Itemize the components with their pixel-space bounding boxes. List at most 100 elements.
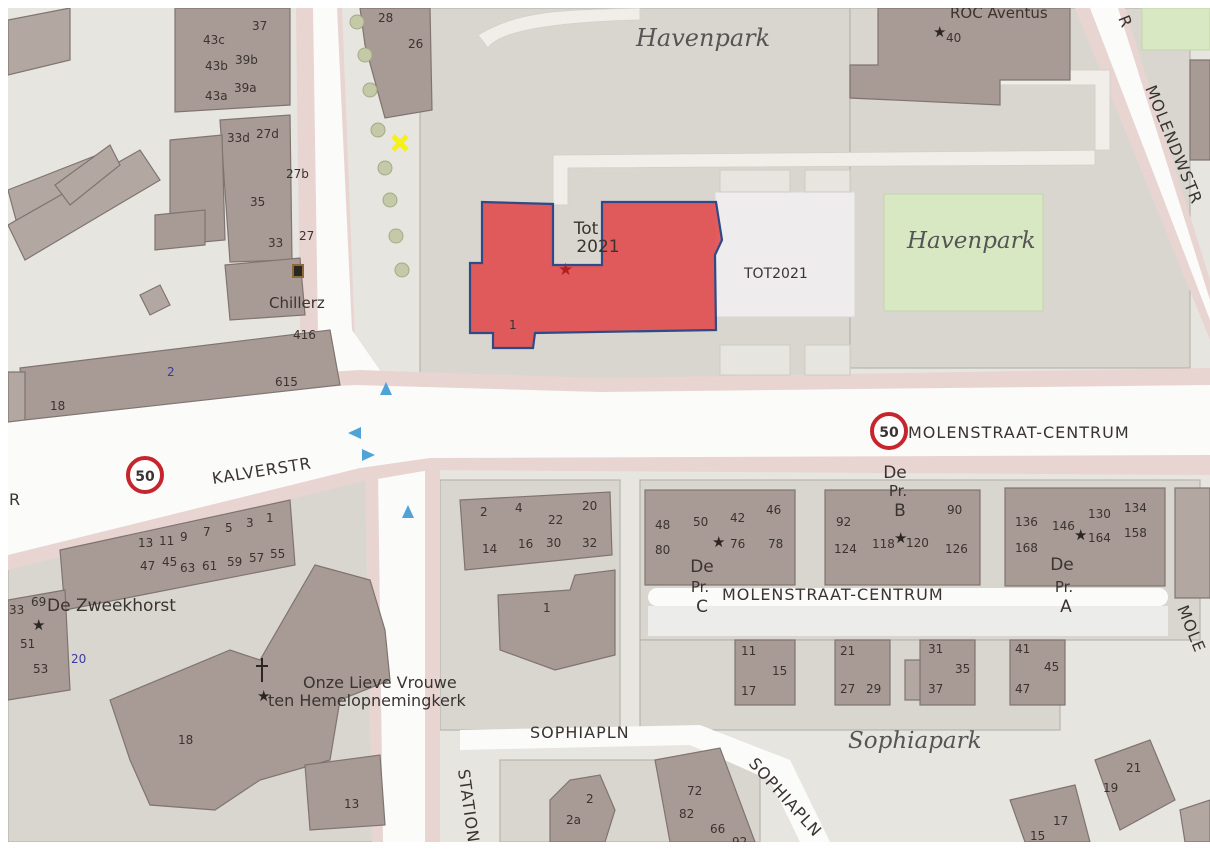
tot-label: Tot — [573, 219, 599, 239]
svg-text:43b: 43b — [205, 59, 228, 73]
svg-text:43a: 43a — [205, 89, 228, 103]
svg-text:130: 130 — [1088, 507, 1111, 521]
map-canvas[interactable]: 50 50 ★ ★ ★ ★ ★ ★ ★ Havenpark Havenpark … — [8, 8, 1210, 842]
svg-text:20: 20 — [582, 499, 597, 513]
svg-text:55: 55 — [270, 547, 285, 561]
svg-text:18: 18 — [50, 399, 65, 413]
svg-text:164: 164 — [1088, 531, 1111, 545]
svg-text:21: 21 — [840, 644, 855, 658]
svg-text:69: 69 — [31, 595, 46, 609]
svg-text:72: 72 — [687, 784, 702, 798]
svg-text:13: 13 — [138, 536, 153, 550]
svg-text:27: 27 — [299, 229, 314, 243]
svg-text:78: 78 — [768, 537, 783, 551]
svg-text:★: ★ — [1074, 526, 1087, 544]
svg-text:30: 30 — [546, 536, 561, 550]
svg-text:136: 136 — [1015, 515, 1038, 529]
svg-text:Pr.: Pr. — [1055, 578, 1073, 596]
house-numbers: 28 26 37 43c 43b 39b 43a 39a 33d 27d 27b… — [9, 11, 1147, 842]
svg-text:28: 28 — [378, 11, 393, 25]
svg-text:3: 3 — [246, 516, 254, 530]
svg-text:46: 46 — [766, 503, 781, 517]
street-label-molenstraat-inner: MOLENSTRAAT-CENTRUM — [722, 585, 944, 604]
svg-text:39a: 39a — [234, 81, 257, 95]
svg-text:17: 17 — [741, 684, 756, 698]
svg-text:26: 26 — [408, 37, 423, 51]
svg-text:17: 17 — [1053, 814, 1068, 828]
house-number: 40 — [946, 31, 961, 45]
svg-text:90: 90 — [947, 503, 962, 517]
svg-text:★: ★ — [933, 23, 946, 41]
poi-label: Onze Lieve Vrouwe — [303, 673, 457, 692]
svg-text:11: 11 — [741, 644, 756, 658]
svg-text:A: A — [1060, 597, 1072, 617]
svg-text:80: 80 — [655, 543, 670, 557]
svg-text:16: 16 — [518, 537, 533, 551]
svg-text:32: 32 — [582, 536, 597, 550]
svg-text:11: 11 — [159, 534, 174, 548]
svg-text:118: 118 — [872, 537, 895, 551]
svg-text:82: 82 — [679, 807, 694, 821]
svg-text:2: 2 — [167, 365, 175, 379]
svg-text:5: 5 — [225, 521, 233, 535]
tot2021-area — [714, 191, 856, 318]
street-label-r: R — [9, 490, 21, 509]
svg-text:37: 37 — [928, 682, 943, 696]
svg-text:53: 53 — [33, 662, 48, 676]
street-label-molenstraat: MOLENSTRAAT-CENTRUM — [908, 423, 1130, 442]
tot2021-highlight[interactable] — [468, 200, 724, 350]
svg-text:De: De — [883, 463, 907, 483]
svg-text:615: 615 — [275, 375, 298, 389]
svg-text:66: 66 — [710, 822, 725, 836]
svg-text:4: 4 — [515, 501, 523, 515]
svg-text:39b: 39b — [235, 53, 258, 67]
svg-text:22: 22 — [548, 513, 563, 527]
svg-text:146: 146 — [1052, 519, 1075, 533]
svg-text:168: 168 — [1015, 541, 1038, 555]
direction-arrow-icon — [348, 382, 414, 518]
park-label: Havenpark — [635, 24, 770, 52]
svg-text:37: 37 — [252, 19, 267, 33]
buildings — [8, 8, 1210, 842]
park-corner — [1141, 8, 1210, 51]
park-label: Havenpark — [906, 228, 1036, 254]
svg-text:158: 158 — [1124, 526, 1147, 540]
svg-text:50: 50 — [879, 425, 899, 441]
svg-text:416: 416 — [293, 328, 316, 342]
svg-text:20: 20 — [71, 652, 86, 666]
svg-text:1: 1 — [266, 511, 274, 525]
svg-text:126: 126 — [945, 542, 968, 556]
svg-text:50: 50 — [135, 469, 155, 485]
svg-text:De: De — [690, 557, 714, 577]
svg-text:33: 33 — [9, 603, 24, 617]
svg-text:47: 47 — [140, 559, 155, 573]
svg-text:19: 19 — [1103, 781, 1118, 795]
svg-text:59: 59 — [227, 555, 242, 569]
svg-text:1: 1 — [543, 601, 551, 615]
svg-text:47: 47 — [1015, 682, 1030, 696]
svg-text:18: 18 — [178, 733, 193, 747]
roads — [8, 8, 1210, 842]
bar-icon — [292, 264, 304, 278]
svg-text:★: ★ — [257, 687, 270, 705]
map-view[interactable]: 50 50 ★ ★ ★ ★ ★ ★ ★ Havenpark Havenpark … — [8, 8, 1210, 842]
svg-text:27b: 27b — [286, 167, 309, 181]
svg-text:92: 92 — [836, 515, 851, 529]
svg-text:C: C — [696, 597, 708, 617]
star-icon: ★ — [558, 260, 573, 280]
svg-text:61: 61 — [202, 559, 217, 573]
svg-text:42: 42 — [730, 511, 745, 525]
svg-text:★: ★ — [894, 529, 907, 547]
svg-text:51: 51 — [20, 637, 35, 651]
location-marker-icon[interactable] — [391, 134, 409, 152]
svg-text:2a: 2a — [566, 813, 581, 827]
svg-text:45: 45 — [162, 555, 177, 569]
svg-text:9: 9 — [180, 530, 188, 544]
svg-text:13: 13 — [344, 797, 359, 811]
tot-label: TOT2021 — [743, 266, 808, 282]
poi-label: ROC Aventus — [950, 8, 1048, 22]
svg-text:7: 7 — [203, 525, 211, 539]
svg-text:29: 29 — [866, 682, 881, 696]
svg-text:124: 124 — [834, 542, 857, 556]
svg-text:2: 2 — [480, 505, 488, 519]
